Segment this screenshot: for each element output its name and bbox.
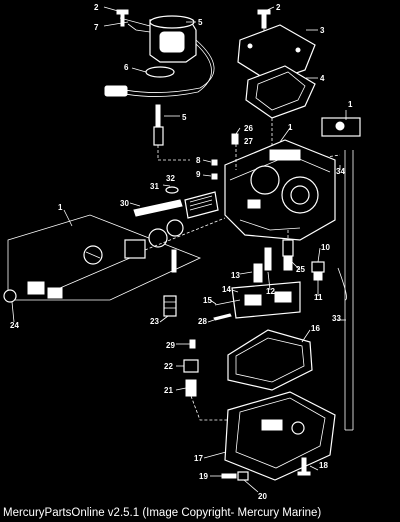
callout-14: 14	[222, 285, 231, 294]
callout-19: 19	[199, 472, 208, 481]
linkage-detail-box	[3, 214, 202, 303]
screw-2-top	[116, 9, 129, 27]
callout-20: 20	[258, 492, 267, 501]
float-14	[214, 281, 301, 319]
callout-2: 2	[94, 3, 99, 12]
callout-5: 5	[182, 113, 187, 122]
pin-28	[213, 313, 232, 321]
small-fittings	[211, 133, 239, 180]
callout-11: 11	[314, 293, 323, 302]
main-jet-stack	[183, 339, 230, 421]
gasket-4	[245, 65, 316, 148]
callout-29: 29	[166, 341, 175, 350]
callout-6: 6	[124, 63, 129, 72]
drain-screw-23	[163, 295, 177, 317]
plunger-5	[153, 104, 190, 161]
callout-26: 26	[244, 124, 253, 133]
callout-18: 18	[319, 461, 328, 470]
callout-30: 30	[120, 199, 129, 208]
callout-22: 22	[164, 362, 173, 371]
callout-21: 21	[164, 386, 173, 395]
callout-8: 8	[196, 156, 201, 165]
callout-13: 13	[231, 271, 240, 280]
idle-mixture-screw	[133, 186, 219, 219]
callout-16: 16	[311, 324, 320, 333]
callout-3: 3	[320, 26, 325, 35]
cover-3	[237, 24, 316, 83]
callout-32: 32	[166, 174, 175, 183]
callout-17: 17	[194, 454, 203, 463]
copyright-caption: MercuryPartsOnline v2.5.1 (Image Copyrig…	[3, 507, 322, 519]
callout-33: 33	[332, 314, 341, 323]
callout-9: 9	[196, 170, 201, 179]
float-bowl-17	[224, 391, 336, 481]
carburetor-body	[224, 139, 336, 241]
leader-lines	[11, 6, 347, 493]
gasket-6	[104, 39, 215, 97]
callout-23: 23	[150, 317, 159, 326]
enrichener-valve-assembly	[119, 15, 197, 63]
callout-labels: 2 7 5 2 3 4 6 5 1 26 27 1 8 9 32 31 30 1…	[10, 3, 353, 501]
callout-34: 34	[336, 167, 345, 176]
callout-28: 28	[198, 317, 207, 326]
callout-10: 10	[321, 243, 330, 252]
callout-27: 27	[244, 137, 253, 146]
callout-2: 2	[276, 3, 281, 12]
callout-12: 12	[266, 287, 275, 296]
callout-31: 31	[150, 182, 159, 191]
throttle-cam-parts	[124, 217, 226, 273]
gasket-16	[227, 329, 313, 391]
callout-5: 5	[198, 18, 203, 27]
screw-18	[297, 457, 311, 476]
callout-1: 1	[288, 123, 293, 132]
callout-1: 1	[348, 100, 353, 109]
drain-plug-19-20	[221, 471, 249, 481]
callout-24: 24	[10, 321, 19, 330]
callout-1: 1	[58, 203, 63, 212]
callout-4: 4	[320, 74, 325, 83]
callout-25: 25	[296, 265, 305, 274]
callout-15: 15	[203, 296, 212, 305]
fuel-hose-assembly	[319, 117, 361, 431]
callout-7: 7	[94, 23, 99, 32]
